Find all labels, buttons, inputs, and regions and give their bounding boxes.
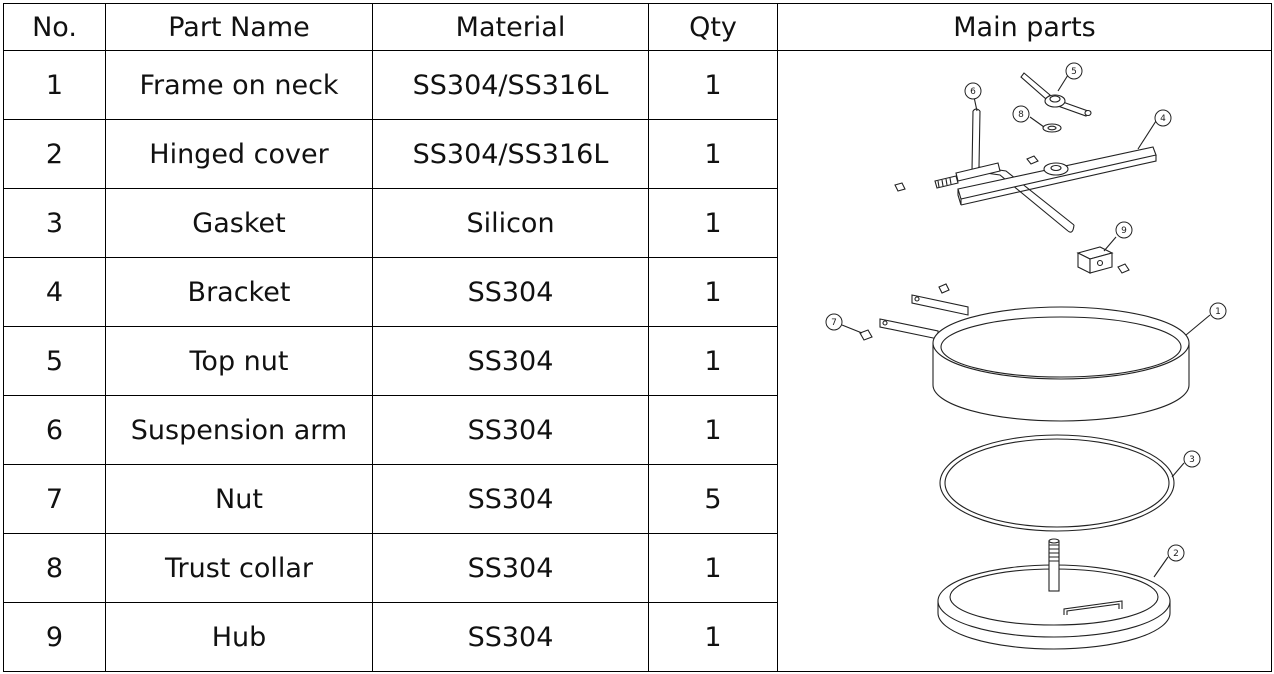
cell-no: 1 [3, 50, 106, 120]
cell-material: SS304 [372, 464, 649, 534]
cell-no: 6 [3, 395, 106, 465]
callout-5: 5 [1065, 62, 1083, 79]
svg-text:1: 1 [1215, 307, 1221, 317]
frame-on-neck-drawing [879, 293, 1190, 422]
leader-lines [841, 74, 1211, 577]
svg-text:5: 5 [1071, 67, 1077, 77]
cell-part-name: Bracket [105, 257, 373, 327]
callout-6: 6 [964, 82, 982, 99]
table-row: 1 Frame on neck SS304/SS316L 1 [3, 50, 1272, 672]
table-row: 3 Gasket Silicon 1 [3, 188, 1272, 258]
svg-text:8: 8 [1018, 110, 1024, 120]
cell-no: 8 [3, 533, 106, 603]
trust-collar-drawing [1042, 122, 1062, 133]
header-part-name: Part Name [105, 3, 373, 51]
arm-bolt-drawing [934, 161, 1001, 189]
table-row: 8 Trust collar SS304 1 [3, 533, 1272, 603]
cell-qty: 1 [648, 119, 778, 189]
cell-qty: 1 [648, 188, 778, 258]
exploded-view-diagram: 1 2 3 4 5 [825, 62, 1227, 650]
header-no: No. [3, 3, 106, 51]
gasket-drawing [939, 433, 1175, 532]
table-row: 4 Bracket SS304 1 [3, 257, 1272, 327]
cell-qty: 1 [648, 326, 778, 396]
svg-text:7: 7 [831, 318, 837, 328]
callout-3: 3 [1183, 450, 1201, 467]
left-nut-drawing [894, 181, 906, 192]
nut-drawing [859, 328, 873, 341]
callout-7: 7 [825, 313, 843, 330]
cell-part-name: Trust collar [105, 533, 373, 603]
header-row: No. Part Name Material Qty Main parts [3, 3, 1272, 51]
cell-material: SS304/SS316L [372, 119, 649, 189]
svg-text:9: 9 [1121, 226, 1127, 236]
cell-qty: 1 [648, 257, 778, 327]
hub-drawing [1076, 245, 1130, 274]
callout-9: 9 [1115, 221, 1133, 238]
callout-8: 8 [1012, 105, 1030, 122]
cell-part-name: Hinged cover [105, 119, 373, 189]
table-row: 2 Hinged cover SS304/SS316L 1 [3, 119, 1272, 189]
cell-qty: 1 [648, 602, 778, 672]
svg-text:3: 3 [1189, 455, 1195, 465]
svg-text:4: 4 [1160, 114, 1166, 124]
cell-material: SS304 [372, 602, 649, 672]
cell-material: SS304 [372, 533, 649, 603]
header-material: Material [372, 3, 649, 51]
cell-material: SS304/SS316L [372, 50, 649, 120]
cell-material: SS304 [372, 395, 649, 465]
cell-no: 5 [3, 326, 106, 396]
callout-2: 2 [1167, 544, 1185, 561]
cell-part-name: Top nut [105, 326, 373, 396]
table-row: 9 Hub SS304 1 [3, 602, 1272, 672]
bracket-nut-drawing [1026, 154, 1039, 165]
cell-qty: 5 [648, 464, 778, 534]
callout-4: 4 [1154, 109, 1172, 126]
cell-no: 4 [3, 257, 106, 327]
cell-part-name: Suspension arm [105, 395, 373, 465]
top-nut-drawing [1020, 71, 1092, 117]
svg-text:2: 2 [1173, 549, 1179, 559]
cell-no: 3 [3, 188, 106, 258]
cell-part-name: Frame on neck [105, 50, 373, 120]
hinged-cover-drawing [937, 537, 1171, 650]
svg-text:6: 6 [970, 87, 976, 97]
main-parts-drawing-cell: 1 2 3 4 5 [777, 50, 1272, 672]
bracket-drawing [957, 145, 1157, 206]
cell-part-name: Hub [105, 602, 373, 672]
cell-qty: 1 [648, 533, 778, 603]
header-qty: Qty [648, 3, 778, 51]
cell-no: 9 [3, 602, 106, 672]
callout-1: 1 [1209, 302, 1227, 319]
frame-nut-drawing [938, 282, 950, 294]
cell-no: 2 [3, 119, 106, 189]
cell-part-name: Gasket [105, 188, 373, 258]
cell-no: 7 [3, 464, 106, 534]
cell-part-name: Nut [105, 464, 373, 534]
cell-qty: 1 [648, 50, 778, 120]
cell-material: SS304 [372, 257, 649, 327]
cell-material: SS304 [372, 326, 649, 396]
table-row: 6 Suspension arm SS304 1 [3, 395, 1272, 465]
cell-qty: 1 [648, 395, 778, 465]
parts-table: No. Part Name Material Qty Main parts 1 … [3, 3, 1272, 672]
cell-material: Silicon [372, 188, 649, 258]
header-main-parts: Main parts [777, 3, 1272, 51]
